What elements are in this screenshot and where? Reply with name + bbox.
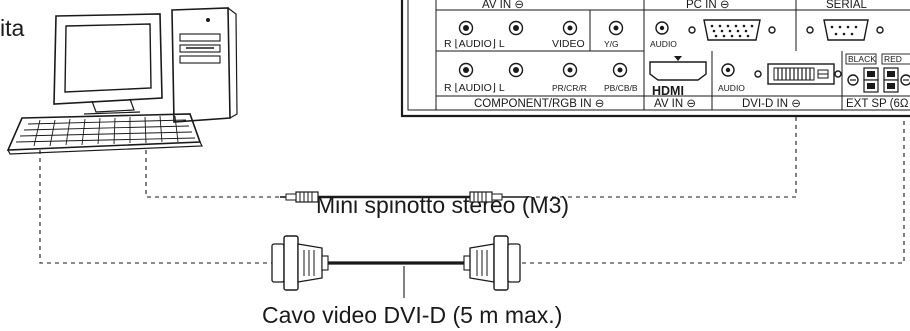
- speaker-terminal-black: [847, 67, 879, 93]
- video-connection-path: [39, 118, 905, 264]
- y-g-label: Y/G: [604, 39, 619, 49]
- pr-cr-r-jack: [562, 62, 578, 78]
- d-sub-15-port: [688, 19, 776, 41]
- pr-cr-r-label: PR/CR/R: [552, 83, 587, 93]
- monitor-icon: [53, 13, 163, 115]
- audio-l-jack-bottom: [508, 62, 524, 78]
- tower-icon: [171, 7, 238, 123]
- ext-sp-label: EXT SP (6Ω: [846, 98, 909, 110]
- pc-in-header: PC IN ⊖: [686, 0, 730, 11]
- av-in-top-header: AV IN ⊖: [482, 0, 524, 11]
- component-rgb-in-label: COMPONENT/RGB IN ⊖: [474, 98, 604, 110]
- dvi-connector-left: [271, 235, 329, 291]
- speaker-terminal-red: [883, 67, 910, 93]
- serial-port: [806, 19, 884, 41]
- pb-cb-b-jack: [612, 62, 628, 78]
- mini-plug-right: [469, 191, 528, 203]
- pc-audio-jack: [655, 21, 669, 35]
- dvi-connector-right: [463, 235, 521, 291]
- video-label: VIDEO: [552, 38, 585, 50]
- terminal-panel: AV IN ⊖ PC IN ⊖ SERIAL R ⌊AUDIO⌋ L VIDEO…: [400, 0, 910, 118]
- dvi-d-in-label: DVI-D IN ⊖: [742, 98, 801, 110]
- av-in-hdmi-label: AV IN ⊖: [654, 98, 696, 110]
- dvi-d-port: [754, 63, 842, 85]
- pc-label-fragment: ita: [0, 15, 25, 41]
- audio-l-jack-top: [508, 20, 524, 36]
- pc-audio-label: AUDIO: [650, 39, 677, 49]
- video-jack: [562, 20, 578, 36]
- computer-illustration: [6, 7, 238, 155]
- dvi-cable: [271, 235, 521, 298]
- hdmi-logo: HDMI: [652, 84, 684, 98]
- hdmi-port: [649, 56, 707, 81]
- dvi-cable-label: Cavo video DVI-D (5 m max.): [262, 302, 562, 328]
- mini-plug-cable: [280, 191, 528, 203]
- red-label: RED: [884, 54, 902, 64]
- audio-connection-path: [145, 116, 797, 198]
- pb-cb-b-label: PB/CB/B: [604, 83, 638, 93]
- dvi-audio-jack: [721, 63, 735, 77]
- dvi-audio-label: AUDIO: [718, 83, 745, 93]
- r-audio-l-bottom-label: R ⌊AUDIO⌋ L: [444, 82, 505, 94]
- r-audio-l-top-label: R ⌊AUDIO⌋ L: [444, 38, 505, 50]
- mini-plug-left: [280, 191, 319, 203]
- audio-r-jack-top: [458, 20, 474, 36]
- black-label: BLACK: [848, 54, 876, 64]
- y-g-jack: [608, 20, 624, 36]
- serial-header: SERIAL: [826, 0, 868, 11]
- keyboard-icon: [6, 113, 203, 155]
- audio-r-jack-bottom: [458, 62, 474, 78]
